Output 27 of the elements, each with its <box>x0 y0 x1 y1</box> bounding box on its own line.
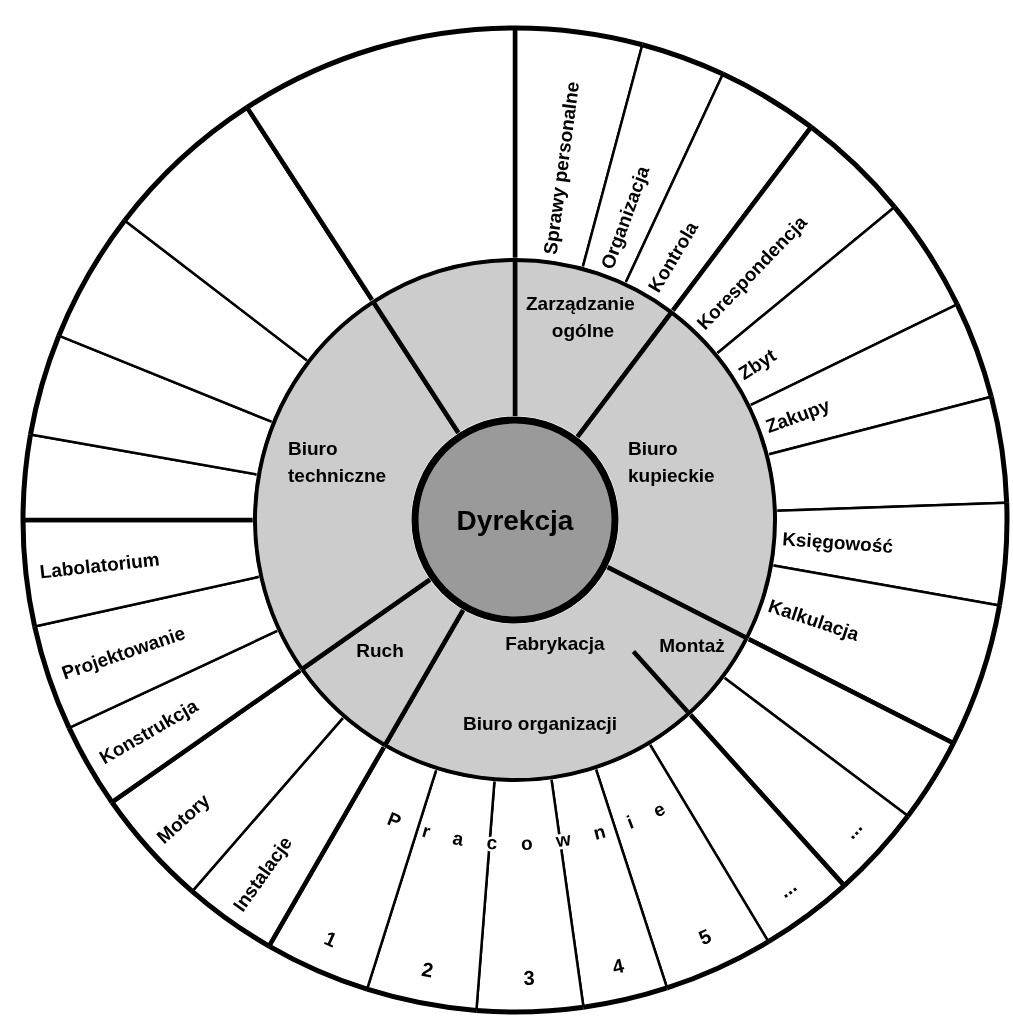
unit-sector <box>20 517 259 628</box>
unit-label: Zakupy <box>762 394 833 438</box>
unit-label: Sprawy personalne <box>539 80 584 256</box>
unit-sector <box>56 219 308 423</box>
unit-label: ... <box>774 874 801 902</box>
unit-label: 5 <box>695 924 715 950</box>
department-label: Ruch <box>356 640 404 661</box>
unit-sector <box>20 433 257 523</box>
unit-label: 3 <box>523 966 535 989</box>
department-label: Fabrykacja <box>505 633 605 654</box>
department-label: Biuro techniczne <box>288 438 387 486</box>
center-circle <box>411 416 619 624</box>
department-label: Montaż <box>659 635 725 656</box>
unit-label: Labolatorium <box>38 548 161 583</box>
department-label: Biuro kupieckie <box>628 438 715 486</box>
unit-label: Zbyt <box>734 344 780 384</box>
unit-label: 4 <box>610 954 626 979</box>
unit-label: ... <box>838 815 867 843</box>
unit-label: 2 <box>420 957 436 982</box>
center-title: Dyrekcja <box>456 505 574 536</box>
unit-sector <box>747 564 1002 746</box>
department-label: Zarządzanie ogólne <box>526 293 635 341</box>
department-label: Biuro organizacji <box>462 713 618 734</box>
unit-sector <box>28 334 273 476</box>
department-sector <box>371 258 518 434</box>
unit-label: 1 <box>321 926 341 952</box>
unit-label: Księgowość <box>781 528 894 557</box>
